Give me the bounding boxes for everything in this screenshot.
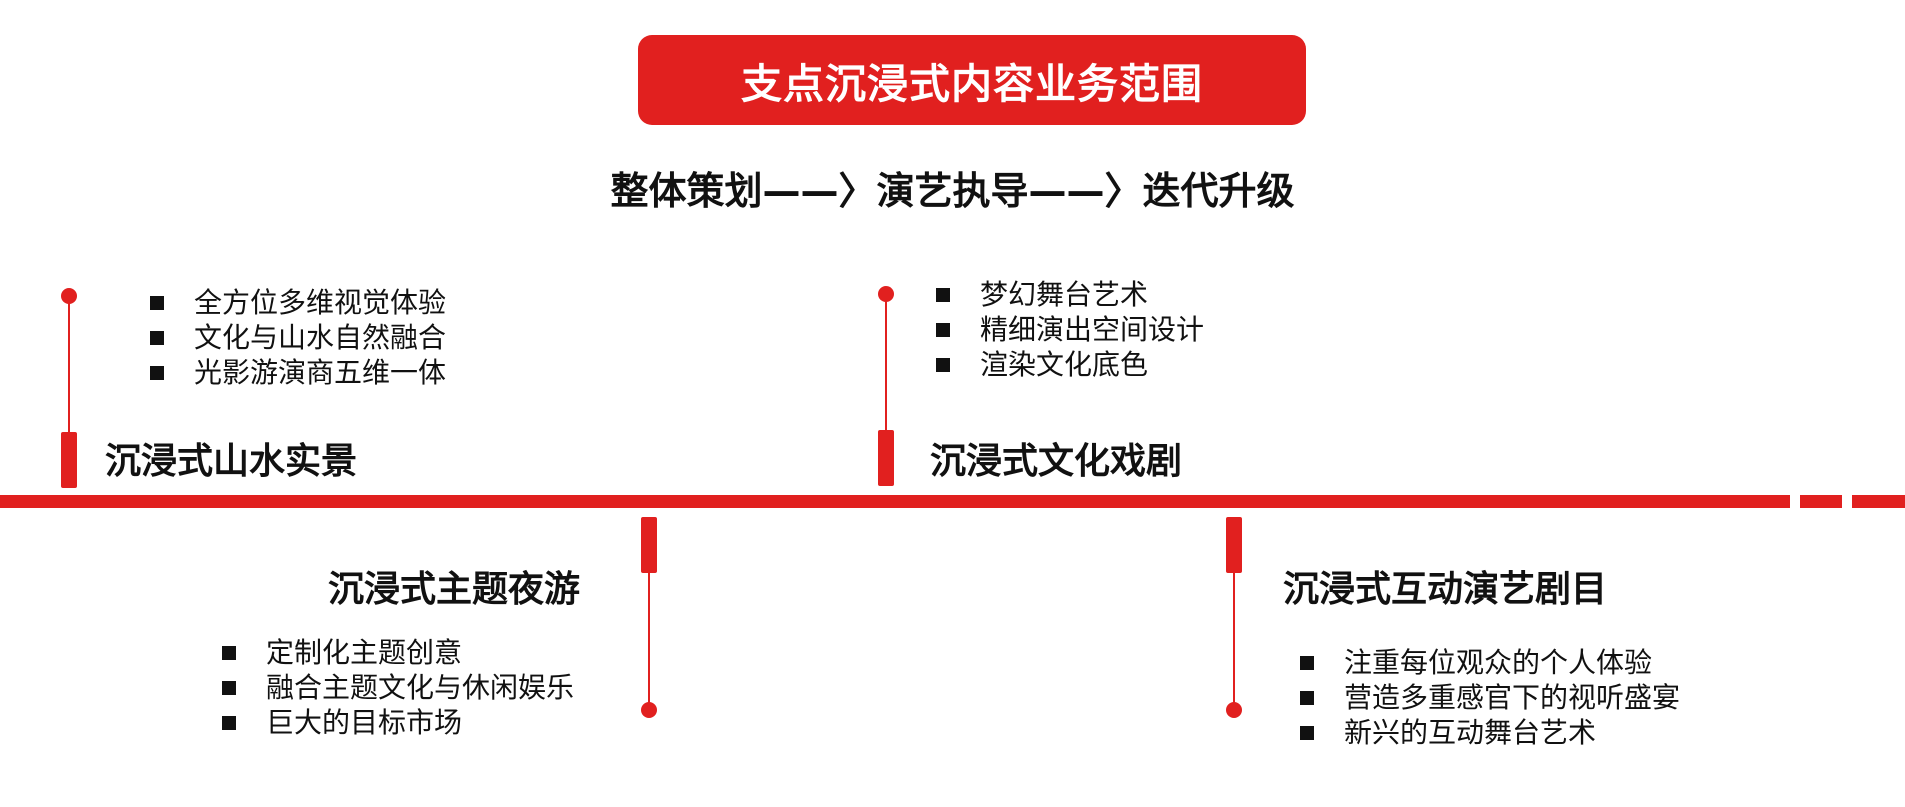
list-item: 定制化主题创意 (222, 635, 574, 670)
list-hudong: 注重每位观众的个人体验 营造多重感官下的视听盛宴 新兴的互动舞台艺术 (1300, 645, 1680, 750)
timeline-dash (1852, 495, 1905, 508)
bullet-square-icon (150, 330, 164, 345)
timeline-marker (1226, 517, 1242, 573)
list-shanshui: 全方位多维视觉体验 文化与山水自然融合 光影游演商五维一体 (150, 285, 446, 390)
connector-line (885, 294, 887, 434)
section-title-wenhua: 沉浸式文化戏剧 (930, 441, 1183, 482)
bullet-square-icon (222, 715, 236, 730)
bullet-square-icon (936, 357, 950, 372)
list-item: 渲染文化底色 (936, 347, 1204, 382)
list-item: 精细演出空间设计 (936, 312, 1204, 347)
list-item: 光影游演商五维一体 (150, 355, 446, 390)
timeline-line (0, 495, 1790, 508)
list-item: 营造多重感官下的视听盛宴 (1300, 680, 1680, 715)
list-item: 全方位多维视觉体验 (150, 285, 446, 320)
list-item: 融合主题文化与休闲娱乐 (222, 670, 574, 705)
section-title-shanshui: 沉浸式山水实景 (105, 441, 358, 482)
bullet-square-icon (222, 680, 236, 695)
title-banner: 支点沉浸式内容业务范围 (638, 35, 1306, 125)
bullet-square-icon (1300, 655, 1314, 670)
process-flow: 整体策划——〉演艺执导——〉迭代升级 (610, 169, 1295, 213)
timeline-dot (641, 702, 657, 718)
bullet-square-icon (150, 295, 164, 310)
list-item: 新兴的互动舞台艺术 (1300, 715, 1680, 750)
timeline-marker (878, 430, 894, 486)
bullet-square-icon (936, 287, 950, 302)
timeline-marker (61, 432, 77, 488)
section-title-hudong: 沉浸式互动演艺剧目 (1283, 569, 1608, 610)
timeline-dash (1800, 495, 1842, 508)
bullet-square-icon (936, 322, 950, 337)
bullet-square-icon (1300, 725, 1314, 740)
bullet-square-icon (1300, 690, 1314, 705)
list-item: 注重每位观众的个人体验 (1300, 645, 1680, 680)
list-item: 巨大的目标市场 (222, 705, 574, 740)
section-title-yeyou: 沉浸式主题夜游 (328, 569, 581, 610)
bullet-square-icon (150, 365, 164, 380)
list-item: 梦幻舞台艺术 (936, 277, 1204, 312)
connector-line (648, 570, 650, 710)
connector-line (68, 296, 70, 436)
list-item: 文化与山水自然融合 (150, 320, 446, 355)
bullet-square-icon (222, 645, 236, 660)
list-wenhua: 梦幻舞台艺术 精细演出空间设计 渲染文化底色 (936, 277, 1204, 382)
timeline-marker (641, 517, 657, 573)
page-title: 支点沉浸式内容业务范围 (741, 60, 1203, 108)
connector-line (1233, 570, 1235, 710)
timeline-dot (1226, 702, 1242, 718)
list-yeyou: 定制化主题创意 融合主题文化与休闲娱乐 巨大的目标市场 (222, 635, 574, 740)
